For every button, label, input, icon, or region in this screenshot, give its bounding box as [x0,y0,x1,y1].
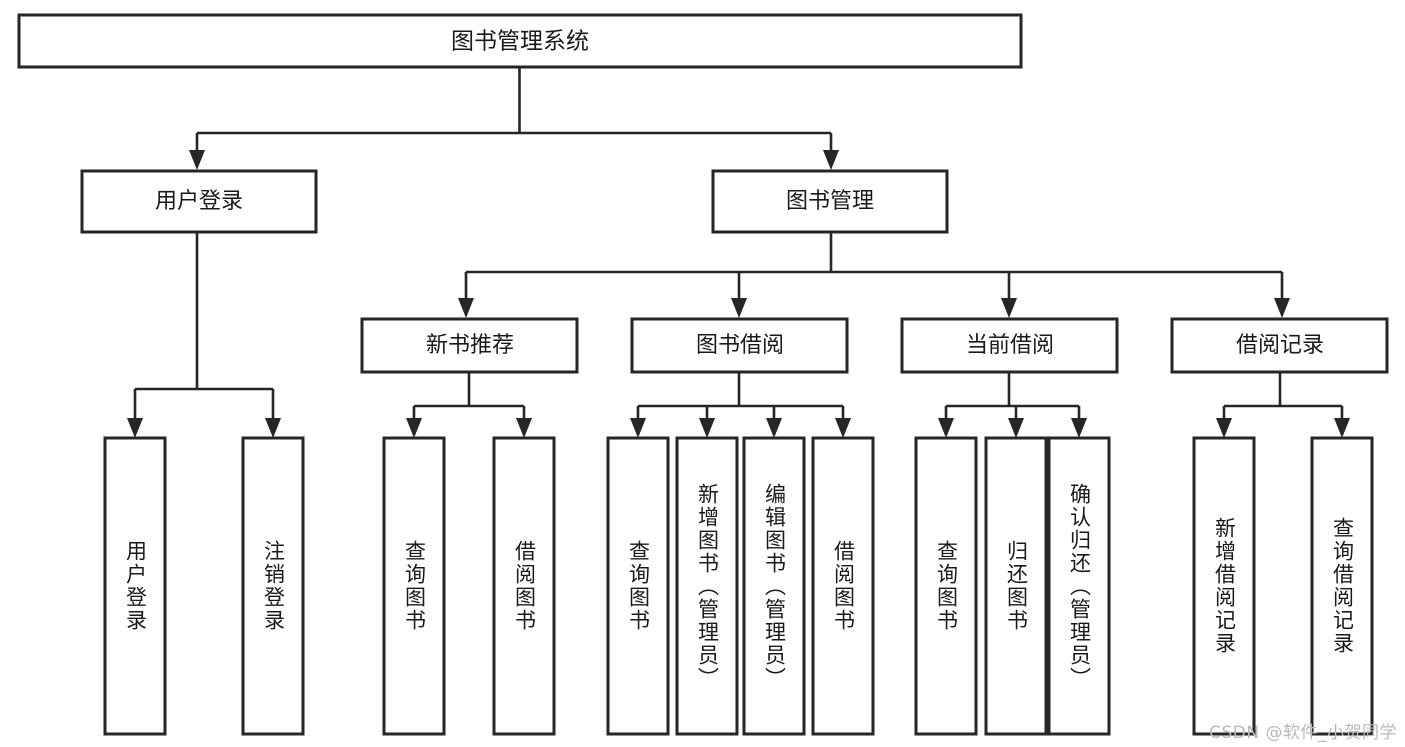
arrow-head-book-borrow [731,298,747,318]
connector-group-root [189,67,839,170]
leaf-query-record[interactable]: 查询借阅记录 [1310,436,1374,736]
node-current-borrow[interactable]: 当前借阅 [900,317,1119,374]
arrow-head-borrow-record [1274,298,1290,318]
node-user-login-label: 用户登录 [155,189,243,214]
leaf-add-book-box[interactable] [675,436,739,736]
node-new-book-recommend[interactable]: 新书推荐 [360,317,579,374]
node-root-box[interactable] [17,13,1023,69]
node-new-book-recommend-box[interactable] [360,317,579,374]
leaf-borrow-book-1[interactable]: 借阅图书 [492,436,556,736]
leaf-user-login[interactable]: 用户登录 [103,436,167,736]
leaf-borrow-book-2[interactable]: 借阅图书 [811,436,875,736]
node-borrow-record-label: 借阅记录 [1236,333,1324,358]
leaf-user-logout[interactable]: 注销登录 [241,436,305,736]
node-borrow-record-box[interactable] [1170,317,1389,374]
leaf-edit-book-label: 编辑图书（管理员） [762,482,787,690]
connector-group-current-borrow [938,373,1087,438]
leaf-confirm-return-label: 确认归还（管理员） [1067,482,1092,690]
leaf-query-book-1[interactable]: 查询图书 [382,436,446,736]
arrow-head-leaf-return-book [1008,418,1024,438]
leaf-query-book-3-box[interactable] [914,436,978,736]
arrow-head-leaf-query-book-2 [630,418,646,438]
leaf-edit-book-box[interactable] [742,436,806,736]
leaf-add-book-label: 新增图书（管理员） [695,482,720,690]
leaf-query-book-2-label: 查询图书 [626,540,651,632]
leaf-add-record[interactable]: 新增借阅记录 [1192,436,1256,736]
arrow-head-current-borrow [1001,298,1017,318]
arrow-head-leaf-edit-book [766,418,782,438]
leaf-borrow-book-1-box[interactable] [492,436,556,736]
node-book-manage[interactable]: 图书管理 [711,169,949,234]
node-borrow-record[interactable]: 借阅记录 [1170,317,1389,374]
node-root-label: 图书管理系统 [451,29,589,55]
leaf-confirm-return-box[interactable] [1047,436,1111,736]
connector-group-user-login [127,232,281,438]
arrow-head-leaf-user-login [127,418,143,438]
leaf-query-book-2[interactable]: 查询图书 [606,436,670,736]
arrow-head-leaf-query-book-3 [938,418,954,438]
leaf-query-book-2-box[interactable] [606,436,670,736]
leaf-user-logout-box[interactable] [241,436,305,736]
node-current-borrow-box[interactable] [900,317,1119,374]
leaf-borrow-book-1-label: 借阅图书 [512,540,537,632]
node-user-login[interactable]: 用户登录 [80,169,318,234]
node-book-borrow[interactable]: 图书借阅 [630,317,849,374]
leaf-query-record-box[interactable] [1310,436,1374,736]
leaf-add-book[interactable]: 新增图书（管理员） [675,436,739,736]
leaf-query-book-1-label: 查询图书 [402,540,427,632]
node-book-manage-box[interactable] [711,169,949,234]
leaf-user-login-box[interactable] [103,436,167,736]
leaf-borrow-book-2-box[interactable] [811,436,875,736]
leaf-user-login-label: 用户登录 [123,540,148,632]
arrow-head-leaf-add-book [699,418,715,438]
arrow-head-leaf-confirm-return [1071,418,1087,438]
leaf-query-record-label: 查询借阅记录 [1330,517,1355,655]
leaf-return-book-box[interactable] [984,436,1048,736]
arrow-head-leaf-borrow-book-2 [835,418,851,438]
leaf-borrow-book-2-label: 借阅图书 [831,540,856,632]
leaf-add-record-label: 新增借阅记录 [1212,517,1237,655]
node-root[interactable]: 图书管理系统 [17,13,1023,69]
node-book-manage-label: 图书管理 [786,189,874,214]
leaf-edit-book[interactable]: 编辑图书（管理员） [742,436,806,736]
node-new-book-recommend-label: 新书推荐 [426,333,514,358]
arrow-head-leaf-query-record [1334,418,1350,438]
connector-group-book-manage [458,232,1290,318]
leaf-query-book-3[interactable]: 查询图书 [914,436,978,736]
node-book-borrow-box[interactable] [630,317,849,374]
leaf-query-book-3-label: 查询图书 [934,540,959,632]
leaf-add-record-box[interactable] [1192,436,1256,736]
node-user-login-box[interactable] [80,169,318,234]
node-current-borrow-label: 当前借阅 [966,333,1054,358]
csdn-watermark: CSDN @软件_小贺同学 [1209,723,1397,743]
leaf-query-book-1-box[interactable] [382,436,446,736]
connector-group-borrow-record [1216,373,1350,438]
connector-group-new-book-recommend [406,373,532,438]
arrow-head-leaf-add-record [1216,418,1232,438]
leaf-user-logout-label: 注销登录 [261,540,286,632]
connector-group-book-borrow [630,373,851,438]
leaf-return-book[interactable]: 归还图书 [984,436,1048,736]
leaf-return-book-label: 归还图书 [1004,540,1029,632]
arrow-head-leaf-borrow-book-1 [516,418,532,438]
node-book-borrow-label: 图书借阅 [696,333,784,358]
arrow-head-leaf-user-logout [265,418,281,438]
leaf-confirm-return[interactable]: 确认归还（管理员） [1047,436,1111,736]
arrow-head-new-book-recommend [458,298,474,318]
arrow-head-book-manage [823,150,839,170]
arrow-head-user-login [189,150,205,170]
arrow-head-leaf-query-book-1 [406,418,422,438]
